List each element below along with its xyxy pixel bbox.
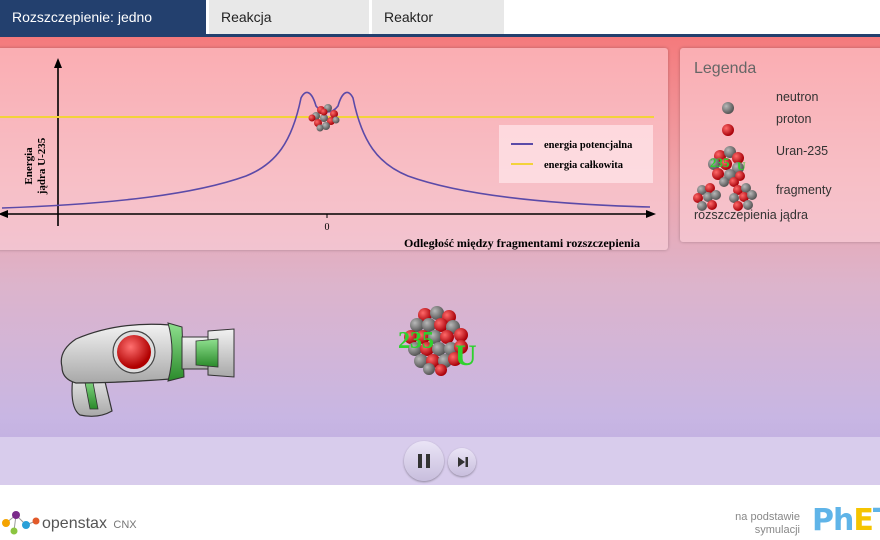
uranium-icon-mass: 235 [710, 155, 730, 170]
footer: openstax CNX na podstawie symulacji PhET [0, 485, 880, 540]
gun-ring [167, 322, 185, 382]
tab-chain-reaction[interactable]: Reakcja łańcuchowa+ [209, 0, 369, 59]
legend-uranium: Uran-235 [776, 144, 829, 158]
tab-bar: Rozszczepienie: jedno jądro− Reakcja łań… [0, 0, 880, 59]
fragment-icon [693, 183, 757, 211]
based-on-line2: symulacji [754, 524, 800, 536]
neutron-gun[interactable] [58, 311, 242, 419]
nucleus-symbol: U [455, 339, 477, 372]
x-axis-arrow-left [0, 210, 8, 218]
phet-logo-ph: Ph [812, 503, 854, 538]
legend-neutron: neutron [776, 90, 819, 104]
simulation-area: 0 Energia jądra U-235 Odległość między f… [0, 37, 880, 485]
x-tick-label: 0 [325, 222, 330, 233]
energy-chart-panel: 0 Energia jądra U-235 Odległość między f… [0, 48, 668, 250]
y-axis-label-line1: Energia [23, 147, 35, 185]
legend-fragments-caption: rozszczepienia jądra [694, 208, 808, 222]
y-axis-label-line2: jądra U-235 [36, 137, 48, 195]
proton-icon [722, 124, 734, 136]
nucleus-marker [308, 104, 340, 132]
based-on-text: na podstawie symulacji [712, 511, 800, 537]
chart-legend-potential: energia potencjalna [544, 140, 633, 151]
pause-icon [418, 454, 430, 468]
step-forward-icon [458, 457, 468, 467]
cnx-label: CNX [113, 519, 137, 531]
openstax-label: openstax [42, 515, 107, 532]
legend-fragments: fragmenty [776, 183, 832, 197]
nucleus-particles [404, 306, 468, 376]
legend-panel: Legenda 235 U [680, 48, 880, 242]
neutron-icon [722, 102, 734, 114]
energy-chart: 0 Energia jądra U-235 Odległość między f… [0, 58, 656, 250]
nucleus-mass-number: 235 [398, 328, 434, 354]
legend-icons: 235 U [693, 102, 757, 211]
pause-button[interactable] [404, 441, 444, 481]
playback-bar [0, 437, 880, 485]
phet-logo-t: T [873, 503, 880, 538]
phet-logo-e: E [853, 503, 873, 538]
openstax-logo-text: openstax CNX [42, 515, 137, 533]
x-axis-label: Odległość między fragmentami rozszczepie… [404, 236, 640, 250]
phet-logo[interactable]: PhET [812, 503, 880, 538]
uranium-nucleus: 235 U [398, 306, 477, 376]
uranium-icon: 235 U [708, 146, 746, 187]
chart-legend-total: energia całkowita [544, 160, 624, 171]
tab-single-nucleus[interactable]: Rozszczepienie: jedno jądro− [0, 0, 206, 59]
tab-underline [0, 34, 880, 37]
chart-legend-box [499, 125, 653, 183]
x-axis-arrow-right [646, 210, 656, 218]
legend-title: Legenda [694, 60, 757, 77]
y-axis-arrow [54, 58, 62, 68]
gun-barrel-band [195, 338, 219, 368]
fire-button[interactable] [117, 335, 151, 369]
step-forward-button[interactable] [448, 448, 476, 476]
uranium-icon-symbol: U [737, 159, 746, 173]
openstax-logo-icon [2, 511, 40, 535]
legend-proton: proton [776, 112, 812, 126]
tab-nuclear-reactor[interactable]: Reaktor jądrowy+ [372, 0, 504, 59]
based-on-line1: na podstawie [735, 511, 800, 523]
